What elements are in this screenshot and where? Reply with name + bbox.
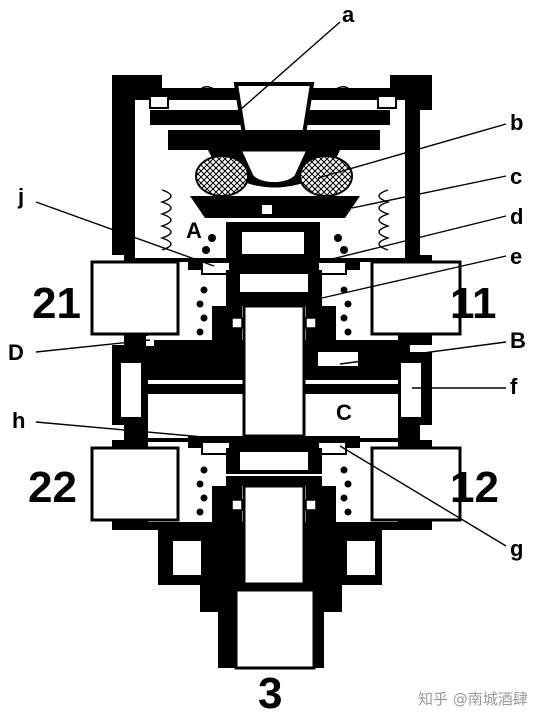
lower-valve-springs xyxy=(196,466,352,516)
watermark: 知乎 @南城酒肆 xyxy=(418,690,528,708)
label-b: b xyxy=(510,110,523,135)
label-j: j xyxy=(17,184,24,209)
label-f: f xyxy=(510,374,518,399)
middle-divider xyxy=(119,336,423,430)
label-c: c xyxy=(510,164,522,189)
port-12-label: 12 xyxy=(450,463,499,512)
label-D: D xyxy=(8,340,24,365)
port-21-label: 21 xyxy=(32,279,81,328)
upper-valve-springs xyxy=(196,286,352,336)
top-diaphragm xyxy=(149,86,401,109)
port-11-label: 11 xyxy=(450,279,497,328)
label-C: C xyxy=(336,400,352,425)
label-a: a xyxy=(342,2,355,27)
leader-lines xyxy=(35,21,507,547)
piston-funnel xyxy=(168,82,380,188)
label-h: h xyxy=(12,408,25,433)
rubber-seal-left xyxy=(195,155,249,197)
lower-valve-seat xyxy=(188,436,360,586)
label-A: A xyxy=(186,218,202,243)
main-springs xyxy=(159,189,391,254)
label-g: g xyxy=(510,536,523,561)
label-d-lower: d xyxy=(510,204,523,229)
label-B: B xyxy=(510,328,526,353)
upper-valve-seat xyxy=(188,258,360,275)
label-e: e xyxy=(510,244,522,269)
port-openings xyxy=(90,260,462,522)
port-22-label: 22 xyxy=(28,463,77,512)
exhaust-port xyxy=(171,539,377,670)
port-3-label: 3 xyxy=(258,669,282,718)
piston-plate xyxy=(190,196,360,260)
